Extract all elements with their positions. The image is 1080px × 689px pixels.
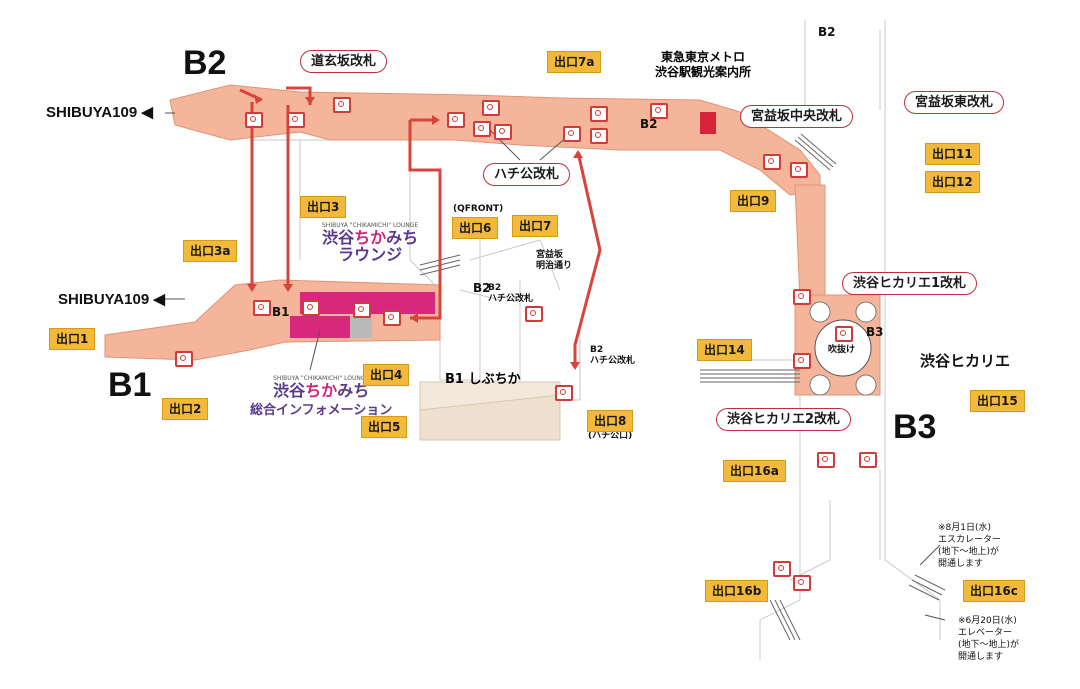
exit-14[interactable]: 出口14	[697, 339, 752, 361]
photo-spot-icon[interactable]	[590, 106, 608, 122]
photo-spot-icon[interactable]	[287, 112, 305, 128]
atrium	[809, 301, 877, 396]
photo-spot-icon[interactable]	[473, 121, 491, 137]
label-fukinuke: 吹抜け	[828, 345, 856, 355]
photo-spot-icon[interactable]	[563, 126, 581, 142]
photo-spot-icon[interactable]	[793, 289, 811, 305]
label-b2-hachiko-gate-b: B2 ハチ公改札	[590, 345, 636, 366]
destination-miyamasuzaka: 宮益坂 明治通り	[536, 250, 573, 271]
exit-16b[interactable]: 出口16b	[705, 580, 769, 602]
gate-hikarie1[interactable]: 渋谷ヒカリエ1改札	[842, 272, 978, 295]
photo-spot-icon[interactable]	[793, 353, 811, 369]
exit-1[interactable]: 出口1	[49, 328, 96, 350]
exit-9[interactable]: 出口9	[730, 190, 777, 212]
note-elevator: ※6月20日(水) エレベーター (地下～地上)が 開通します	[958, 616, 1020, 662]
floor-mark-b2: B2	[640, 117, 658, 131]
floor-label-b2: B2	[183, 44, 227, 82]
info-title-c: みち	[337, 381, 370, 400]
photo-spot-icon[interactable]	[253, 300, 271, 316]
destination-shibuchika: B1 しぶちか	[445, 372, 521, 387]
gate-miyamasuzaka-chuo[interactable]: 宮益坂中央改札	[740, 105, 854, 128]
photo-spot-icon[interactable]	[494, 124, 512, 140]
walking-routes	[239, 86, 602, 368]
exit-11[interactable]: 出口11	[925, 143, 980, 165]
photo-spot-icon[interactable]	[302, 300, 320, 316]
photo-spot-icon[interactable]	[763, 154, 781, 170]
floor-mark-b1: B1	[272, 305, 290, 319]
surface-blocks	[419, 381, 561, 441]
chikamichi-info-label: SHIBUYA "CHIKAMICHI" LOUNGE 渋谷ちかみち 総合インフ…	[250, 375, 392, 418]
info-subtitle: SHIBUYA "CHIKAMICHI" LOUNGE	[273, 375, 370, 382]
photo-spot-icon[interactable]	[773, 561, 791, 577]
photo-spot-icon[interactable]	[817, 452, 835, 468]
photo-spot-icon[interactable]	[555, 385, 573, 401]
chikamichi-lounge-label: SHIBUYA "CHIKAMICHI" LOUNGE 渋谷ちかみち ラウンジ	[322, 222, 418, 263]
destination-hikarie: 渋谷ヒカリエ	[920, 353, 1011, 370]
floor-label-b1: B1	[108, 366, 152, 404]
destination-shibuya109-mid: SHIBUYA109 ◀	[58, 291, 165, 308]
exit-2[interactable]: 出口2	[162, 398, 209, 420]
gate-dogenzaka[interactable]: 道玄坂改札	[300, 50, 388, 73]
label-b2-hachiko-gate-a: B2 ハチ公改札	[488, 283, 534, 304]
info-title-b: ちか	[305, 381, 338, 400]
photo-spot-icon[interactable]	[859, 452, 877, 468]
exit-15[interactable]: 出口15	[970, 390, 1025, 412]
exit-7[interactable]: 出口7	[512, 215, 559, 237]
photo-spot-icon[interactable]	[590, 128, 608, 144]
lounge-title-a: 渋谷	[322, 228, 355, 247]
photo-spot-icon[interactable]	[793, 575, 811, 591]
exit-3[interactable]: 出口3	[300, 196, 347, 218]
lounge-subtitle: SHIBUYA "CHIKAMICHI" LOUNGE	[322, 222, 419, 229]
lounge-title-c: みち	[386, 228, 419, 247]
photo-spot-icon[interactable]	[245, 112, 263, 128]
info-title-a: 渋谷	[273, 381, 306, 400]
exit-12[interactable]: 出口12	[925, 171, 980, 193]
note-escalator: ※8月1日(水) エスカレーター (地下～地上)が 開通します	[938, 523, 1002, 569]
tourist-info-center: 東急東京メトロ 渋谷駅観光案内所	[655, 50, 752, 79]
exit-16c[interactable]: 出口16c	[963, 580, 1025, 602]
exit-3a[interactable]: 出口3a	[183, 240, 238, 262]
exit-7a[interactable]: 出口7a	[547, 51, 602, 73]
gate-hachiko[interactable]: ハチ公改札	[483, 163, 571, 186]
photo-spot-icon[interactable]	[790, 162, 808, 178]
floor-label-b3: B3	[893, 408, 937, 446]
photo-spot-icon[interactable]	[650, 103, 668, 119]
lounge-title-b: ちか	[354, 228, 387, 247]
photo-spot-icon[interactable]	[333, 97, 351, 113]
lounge-title-d: ラウンジ	[338, 245, 403, 264]
exit-4[interactable]: 出口4	[363, 364, 410, 386]
floor-mark-b2-qfront: B2	[473, 281, 491, 295]
photo-spot-icon[interactable]	[175, 351, 193, 367]
destination-hachiko-guchi: (ハチ公口)	[588, 431, 633, 441]
destination-qfront: (QFRONT)	[453, 204, 504, 214]
photo-spot-icon[interactable]	[383, 310, 401, 326]
photo-spot-icon[interactable]	[482, 100, 500, 116]
gate-hikarie2[interactable]: 渋谷ヒカリエ2改札	[716, 408, 852, 431]
exit-6[interactable]: 出口6	[452, 217, 499, 239]
floor-mark-b3: B3	[866, 325, 884, 339]
route-arrows	[247, 94, 583, 370]
floor-mark-b2-top: B2	[818, 25, 836, 39]
destination-shibuya109-top: SHIBUYA109 ◀	[46, 104, 153, 121]
exit-5[interactable]: 出口5	[361, 416, 408, 438]
photo-spot-icon[interactable]	[447, 112, 465, 128]
photo-spot-icon[interactable]	[525, 306, 543, 322]
photo-spot-icon[interactable]	[353, 302, 371, 318]
photo-spot-icon[interactable]	[835, 326, 853, 342]
exit-16a[interactable]: 出口16a	[723, 460, 786, 482]
info-title-d: 総合インフォメーション	[250, 403, 393, 418]
exit-8[interactable]: 出口8	[587, 410, 634, 432]
gate-miyamasuzaka-higashi[interactable]: 宮益坂東改札	[904, 91, 1005, 114]
